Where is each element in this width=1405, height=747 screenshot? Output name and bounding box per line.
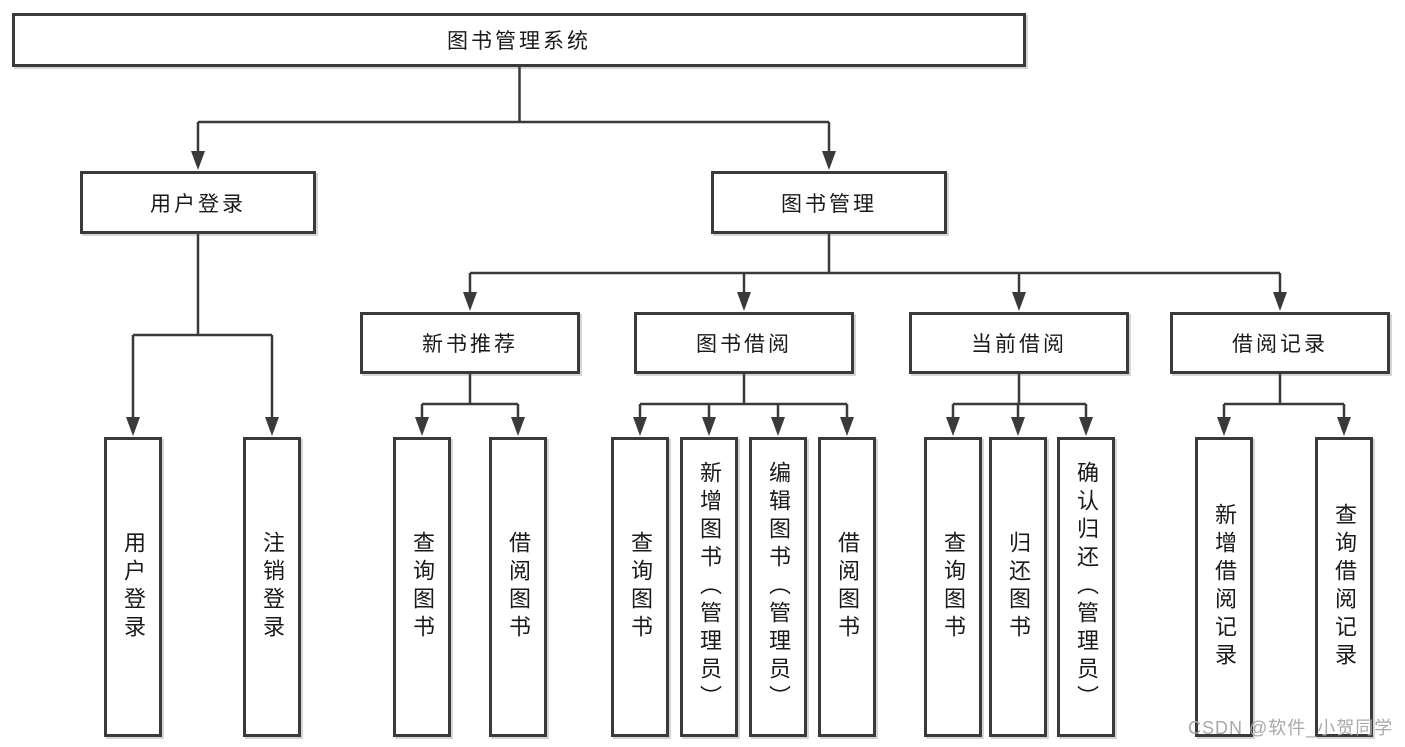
leaf-nb-query-books: 查询图书: [393, 437, 451, 737]
node-new-book-recommend: 新书推荐: [360, 312, 580, 374]
leaf-cb-confirm-return-admin: 确认归还（管理员）: [1057, 437, 1115, 737]
node-book-borrow: 图书借阅: [634, 312, 854, 374]
leaf-label: 新增借阅记录: [1212, 503, 1237, 671]
leaf-label: 确认归还（管理员）: [1074, 461, 1099, 713]
leaf-logout: 注销登录: [243, 437, 301, 737]
node-label: 新书推荐: [422, 333, 518, 356]
leaf-bb-add-books-admin: 新增图书（管理员）: [680, 437, 738, 737]
node-current-borrow: 当前借阅: [909, 312, 1129, 374]
leaf-cb-query-books: 查询图书: [924, 437, 982, 737]
leaf-label: 归还图书: [1006, 531, 1031, 643]
leaf-label: 用户登录: [121, 531, 146, 643]
leaf-label: 新增图书（管理员）: [697, 461, 722, 713]
watermark-text: CSDN @软件_小贺同学: [1188, 718, 1394, 738]
node-label: 用户登录: [150, 192, 246, 216]
leaf-label: 查询图书: [628, 531, 653, 643]
node-root: 图书管理系统: [12, 13, 1026, 67]
leaf-label: 查询图书: [410, 531, 435, 643]
leaf-cb-return-books: 归还图书: [989, 437, 1047, 737]
node-label: 图书借阅: [696, 333, 792, 356]
node-user-login: 用户登录: [80, 171, 316, 234]
leaf-user-login: 用户登录: [104, 437, 162, 737]
leaf-label: 借阅图书: [835, 531, 860, 643]
leaf-bb-query-books: 查询图书: [611, 437, 669, 737]
node-label: 图书管理: [781, 192, 877, 216]
node-borrow-records: 借阅记录: [1170, 312, 1390, 374]
leaf-label: 注销登录: [260, 531, 285, 643]
node-label: 借阅记录: [1232, 333, 1328, 356]
node-label: 图书管理系统: [447, 30, 591, 53]
leaf-label: 查询借阅记录: [1332, 503, 1357, 671]
leaf-label: 编辑图书（管理员）: [766, 461, 791, 713]
leaf-bb-borrow-books: 借阅图书: [818, 437, 876, 737]
leaf-bb-edit-books-admin: 编辑图书（管理员）: [749, 437, 807, 737]
node-label: 当前借阅: [971, 333, 1067, 356]
leaf-br-add-record: 新增借阅记录: [1195, 437, 1253, 737]
leaf-label: 借阅图书: [506, 531, 531, 643]
leaf-br-query-record: 查询借阅记录: [1315, 437, 1373, 737]
leaf-nb-borrow-books: 借阅图书: [489, 437, 547, 737]
node-book-management: 图书管理: [711, 171, 947, 234]
leaf-label: 查询图书: [941, 531, 966, 643]
